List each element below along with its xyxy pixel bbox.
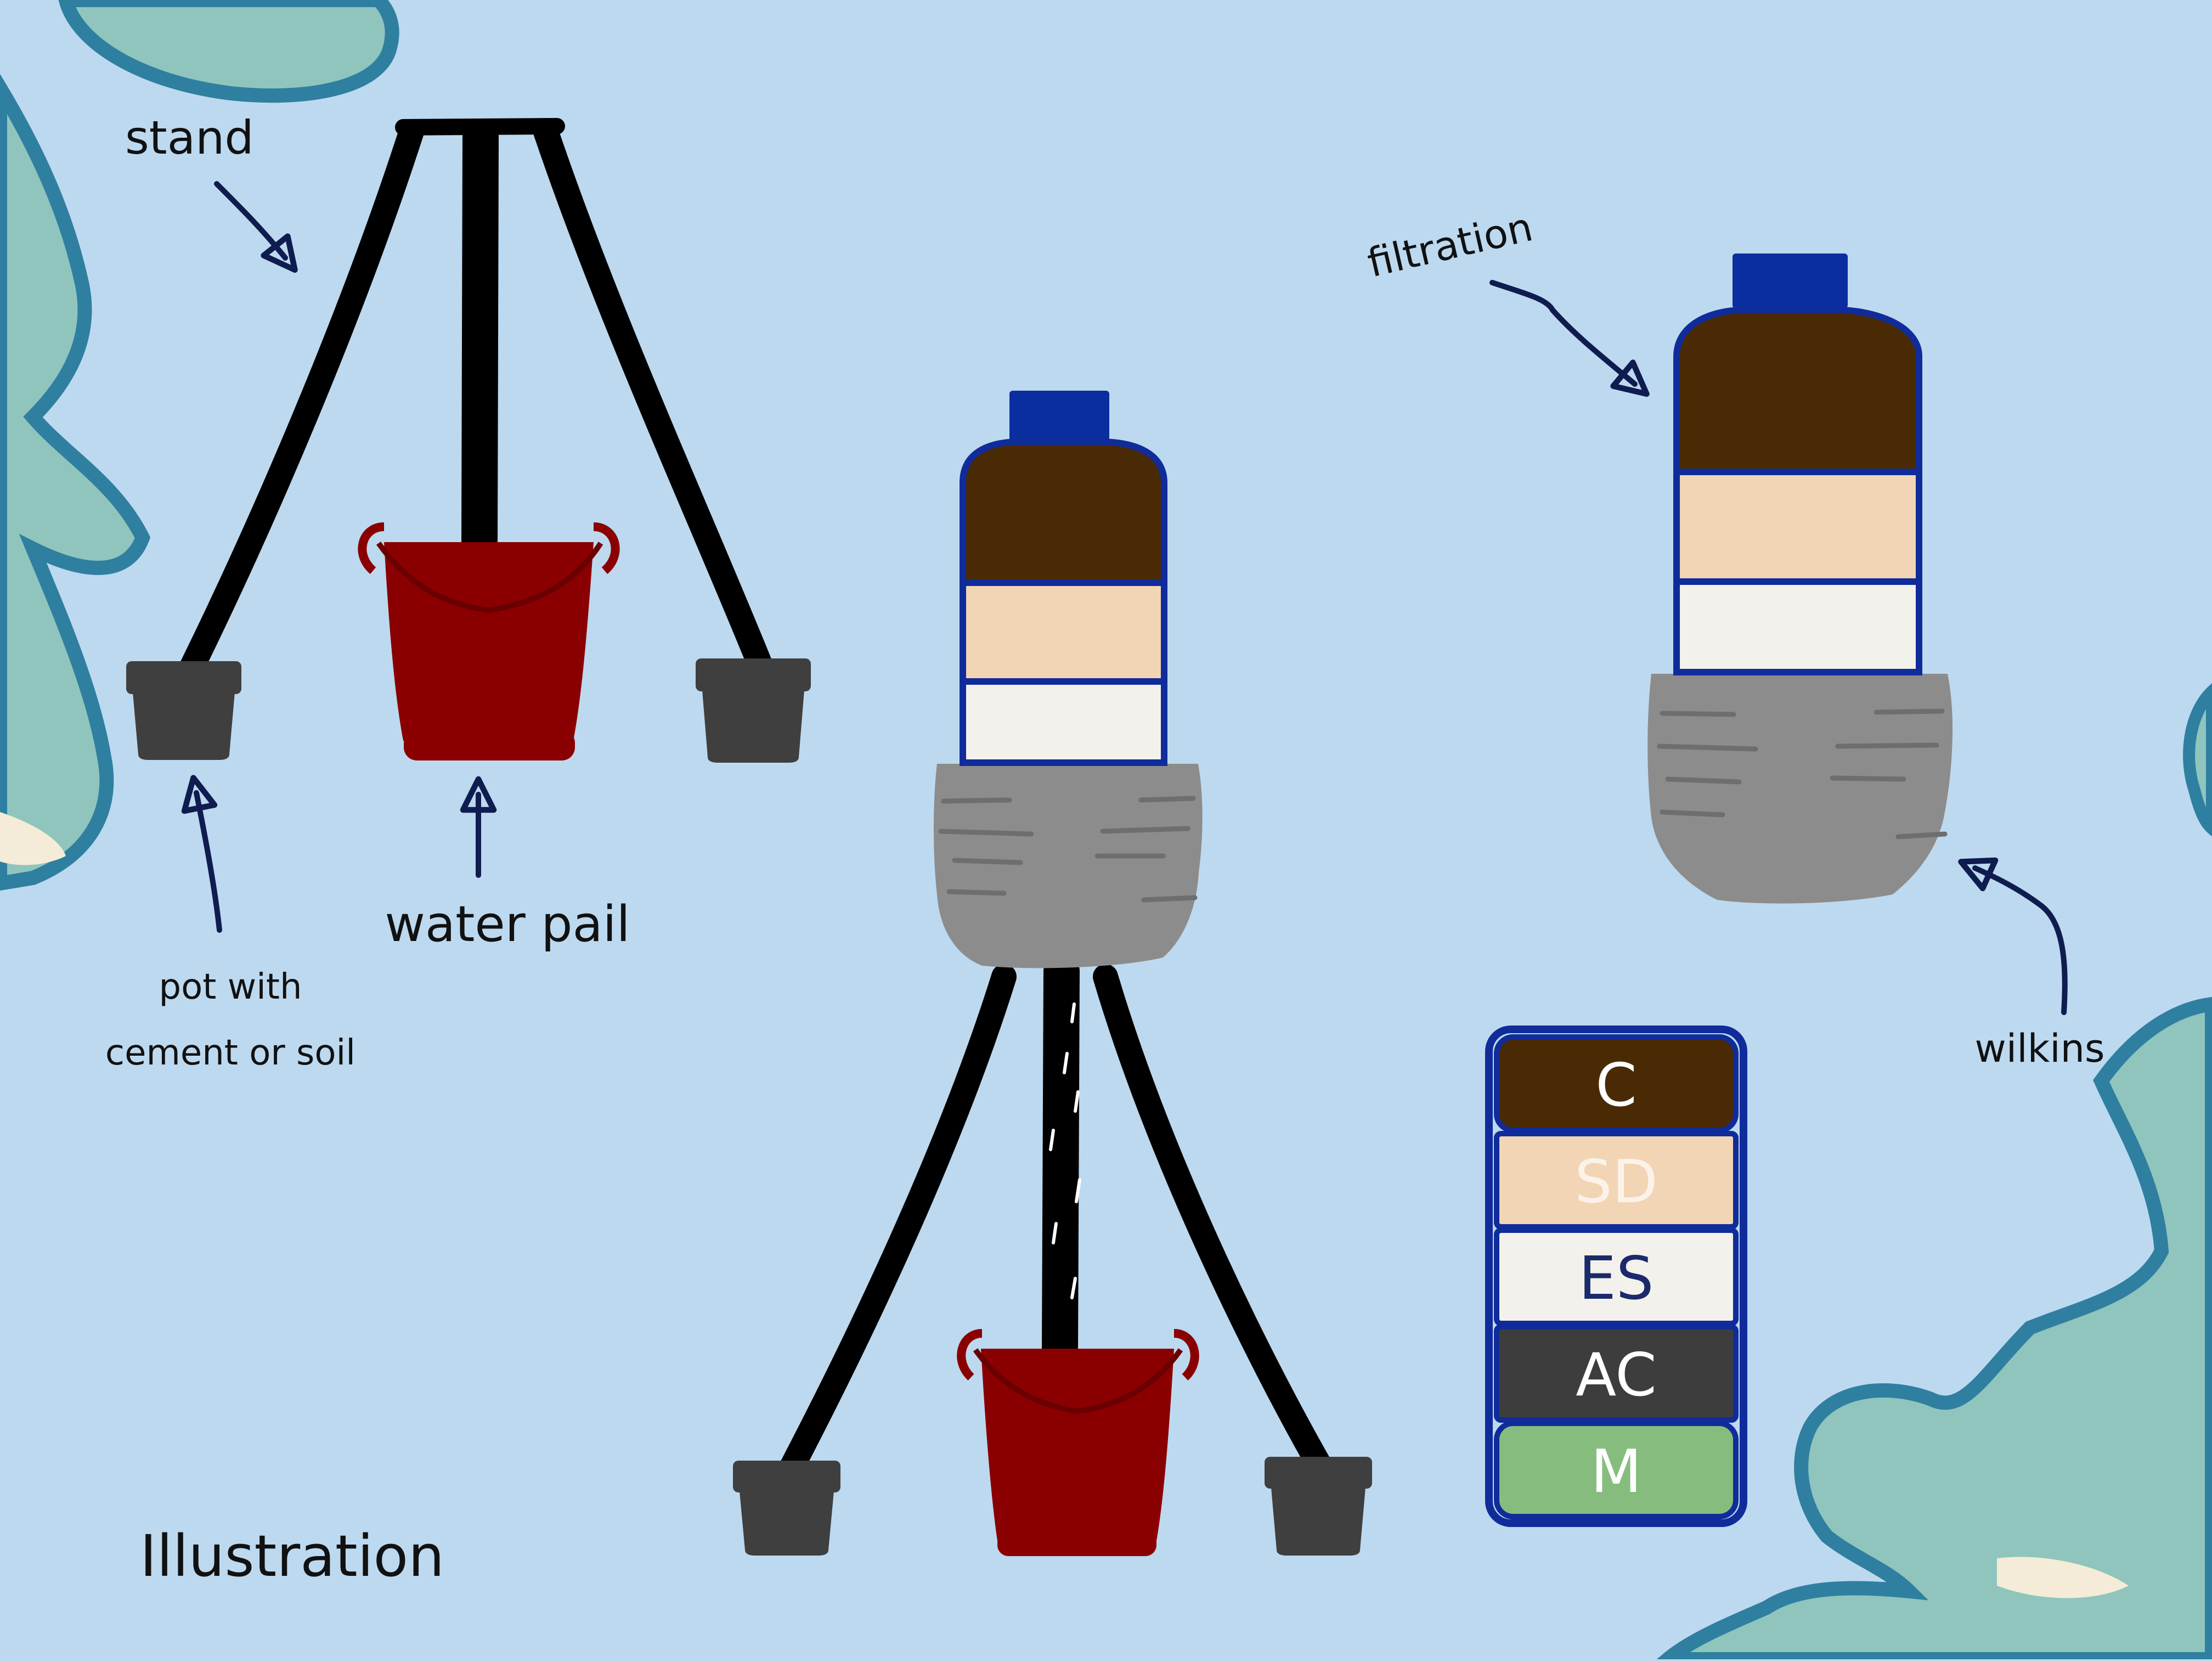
- legend-layer-sd: [1494, 1131, 1739, 1230]
- legend-outline: [1485, 1026, 1747, 1527]
- label-pot-group: pot with cement or soil: [105, 775, 356, 1073]
- cloth-right: [1647, 674, 1953, 904]
- legend-code-ac: AC: [1576, 1341, 1656, 1410]
- layer-legend: C SD ES AC M: [1485, 1026, 1747, 1527]
- cloth-center: [934, 764, 1203, 968]
- assembled-filter: [733, 391, 1372, 1556]
- pot-icon: [733, 1461, 840, 1492]
- swirl-left-cream: [0, 812, 66, 865]
- swirl-bottom-right: [1654, 996, 2212, 1662]
- legend-code-c: C: [1595, 1051, 1637, 1120]
- pot-left-b: [696, 658, 811, 763]
- bottle-right-body: [1673, 253, 1922, 675]
- bottle-filter-icon: [1673, 253, 1922, 675]
- label-water-pail: water pail: [385, 895, 630, 953]
- label-wilkins: wilkins: [1975, 1026, 2105, 1071]
- label-stand: stand: [125, 111, 254, 165]
- label-wilkins-group: wilkins: [1958, 857, 2105, 1071]
- legend-code-sd: SD: [1575, 1148, 1658, 1216]
- label-stand-group: stand: [125, 111, 298, 273]
- water-drip: [1049, 1002, 1081, 1299]
- pot-center-b: [1265, 1457, 1372, 1556]
- bucket-icon: [981, 1349, 1174, 1541]
- legend-layer-c: [1494, 1034, 1739, 1133]
- label-illustration: Illustration: [140, 1523, 444, 1590]
- swirl-left-edge: [0, 74, 151, 891]
- pail-left: [358, 522, 620, 760]
- bottle-filter-icon: [960, 391, 1167, 766]
- swirl-top-left: [58, 0, 399, 103]
- pot-icon: [696, 658, 811, 691]
- legend-layer-m: [1494, 1421, 1739, 1519]
- legend-layer-es: [1494, 1227, 1739, 1326]
- filter-bottle-right: [1647, 253, 1953, 904]
- arrow-pot: [181, 775, 222, 933]
- bottle-center: [960, 391, 1167, 766]
- legend-code-es: ES: [1579, 1244, 1654, 1313]
- label-pot-line1: pot with: [159, 967, 302, 1007]
- swirl-right-edge: [2183, 683, 2212, 837]
- pot-icon: [1265, 1457, 1372, 1489]
- legend-layer-ac: [1494, 1324, 1739, 1423]
- pot-center-a: [733, 1461, 840, 1556]
- arrow-stand: [214, 181, 298, 273]
- cloth-wrap-icon: [1647, 674, 1953, 904]
- swirl-bottom-cream: [1997, 1557, 2129, 1598]
- arrow-filtration: [1489, 280, 1650, 397]
- pot-left-a: [126, 661, 241, 760]
- legend-code-m: M: [1590, 1438, 1641, 1506]
- label-pot-line2: cement or soil: [105, 1033, 356, 1073]
- label-pail-group: water pail: [385, 776, 630, 953]
- cloth-wrap-icon: [934, 764, 1203, 968]
- arrow-wilkins: [1958, 857, 2068, 1015]
- tripod-stand-icon: [179, 118, 772, 679]
- stand-left: [126, 118, 811, 763]
- pail-center: [957, 1329, 1199, 1556]
- bucket-icon: [384, 542, 594, 741]
- pot-icon: [126, 661, 241, 694]
- tripod-stand-icon: [777, 953, 1332, 1483]
